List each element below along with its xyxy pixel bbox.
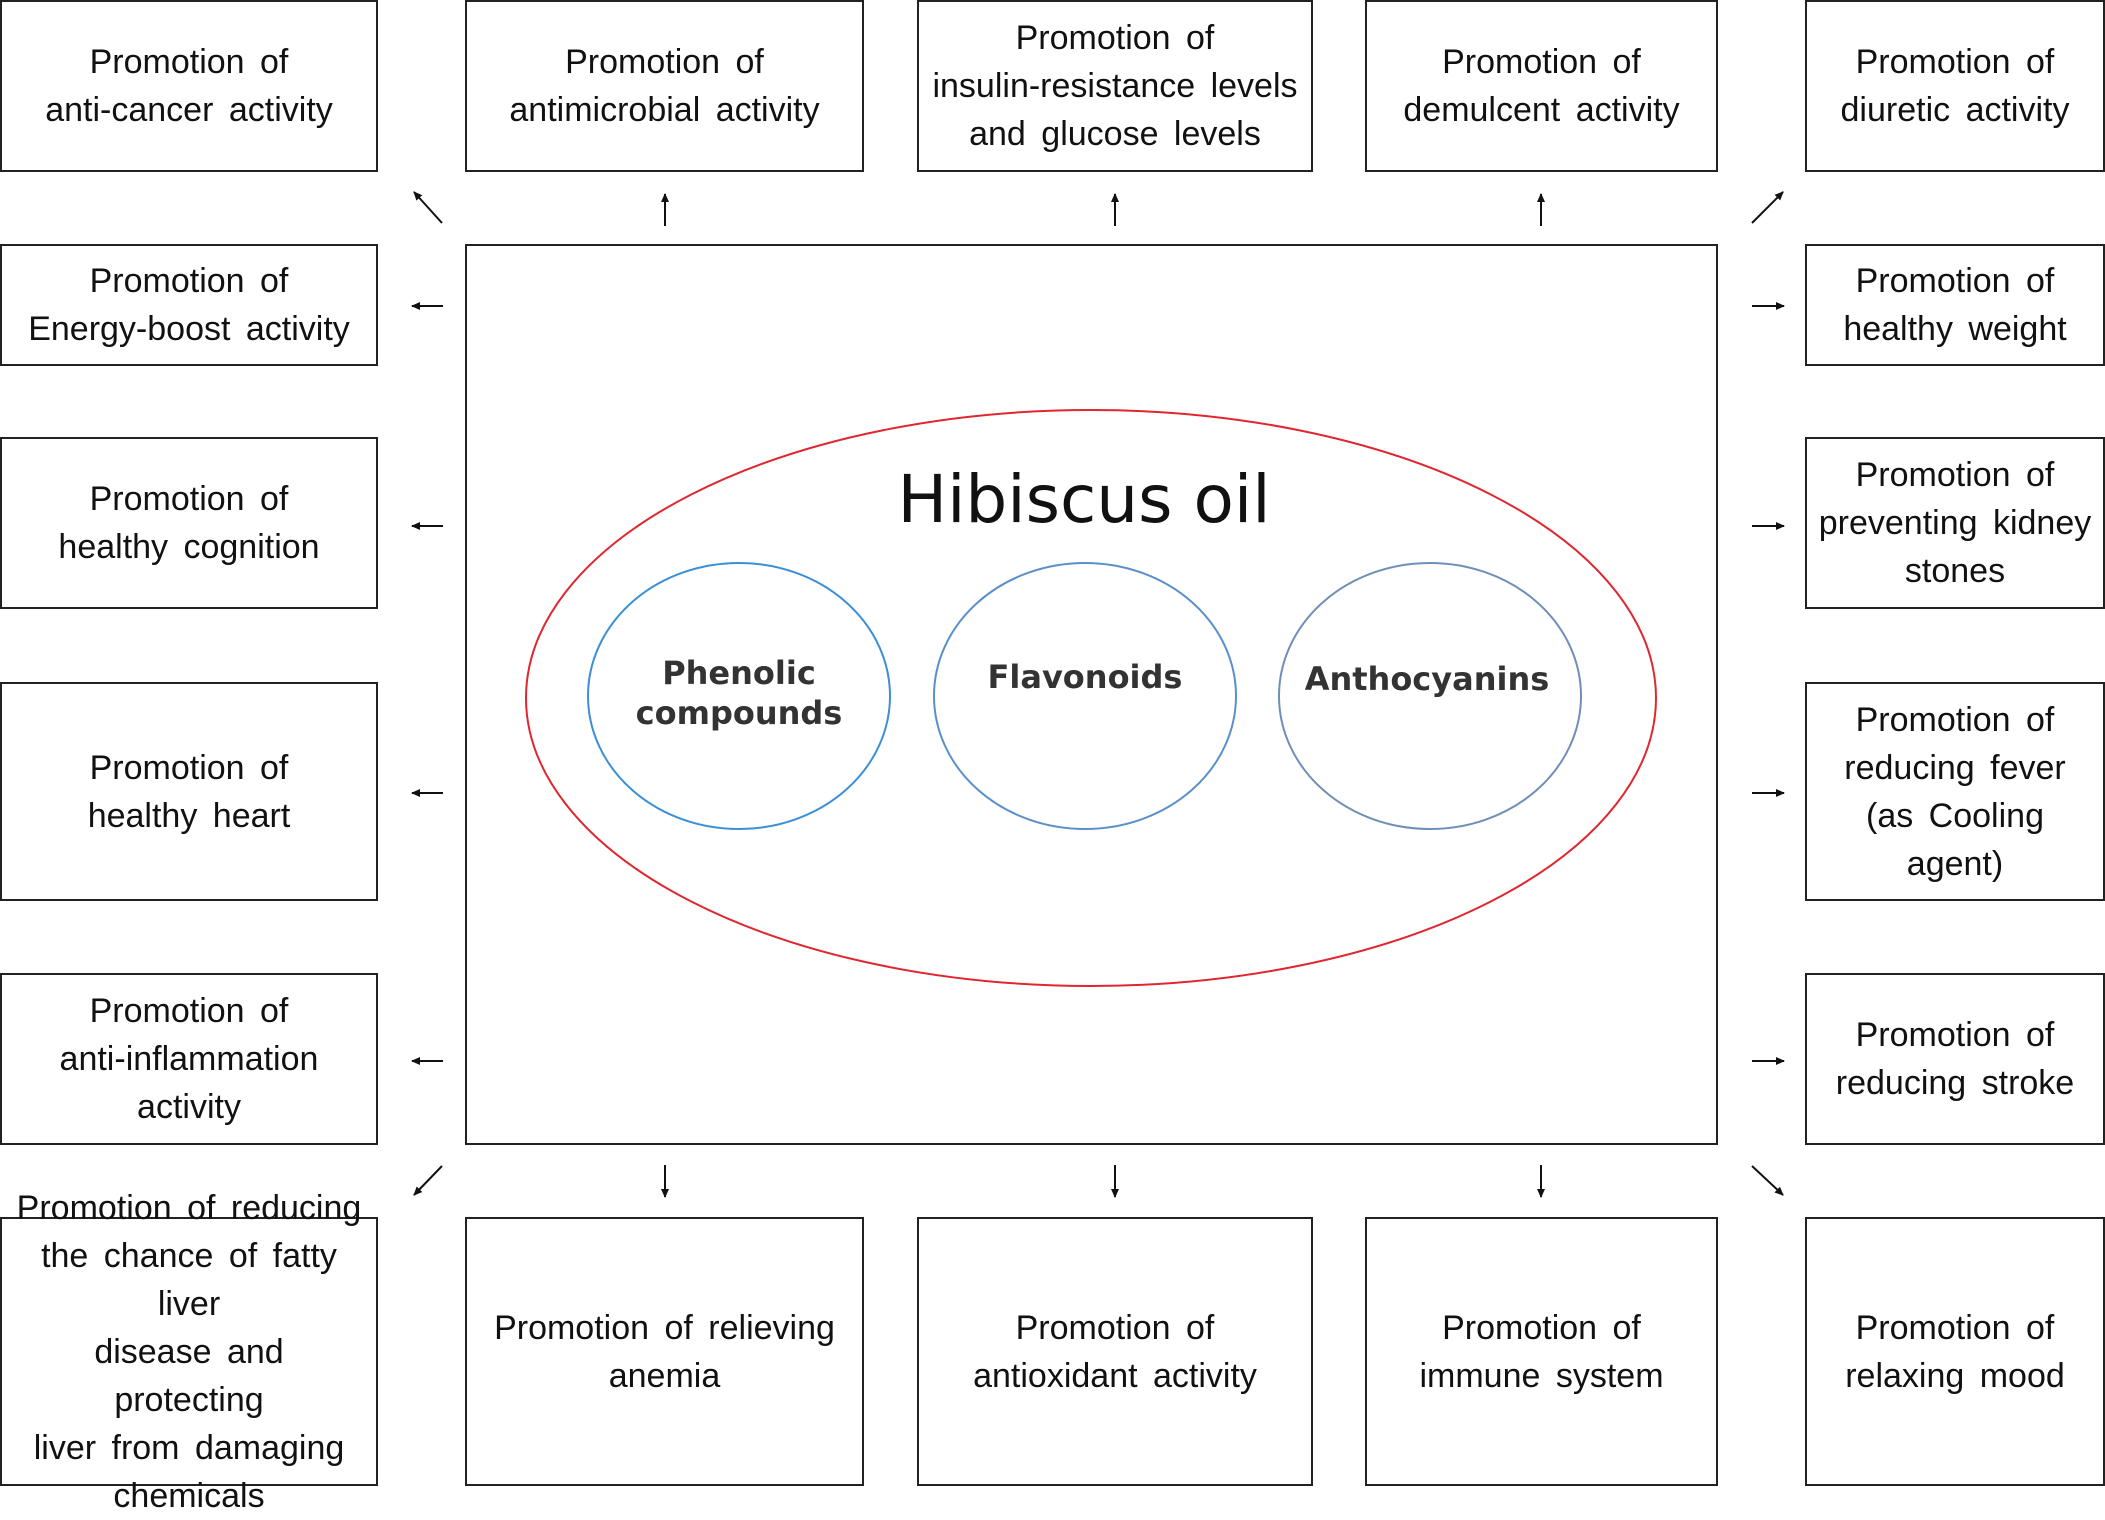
- central-panel: [465, 244, 1718, 1145]
- effect-label: Promotion of immune system: [1419, 1308, 1664, 1395]
- effect-box-anti-inflammation: Promotion of anti-inflammation activity: [0, 973, 378, 1145]
- arrow-down-left: [413, 1165, 443, 1196]
- compound-circle-phenolic: [587, 562, 891, 830]
- effect-label: Promotion of insulin-resistance levels a…: [932, 19, 1298, 153]
- hibiscus-oil-ellipse: [525, 409, 1657, 987]
- effect-box-immune-system: Promotion of immune system: [1365, 1217, 1718, 1486]
- effect-box-energy-boost: Promotion of Energy-boost activity: [0, 244, 378, 366]
- effect-label: Promotion of diuretic activity: [1840, 43, 2070, 129]
- effect-box-relaxing-mood: Promotion of relaxing mood: [1805, 1217, 2105, 1486]
- effect-label: Promotion of anti-inflammation activity: [59, 992, 319, 1126]
- effect-label: Promotion of antioxidant activity: [973, 1308, 1257, 1395]
- effect-box-anti-cancer: Promotion of anti-cancer activity: [0, 0, 378, 172]
- effect-label: Promotion of reducing stroke: [1835, 1016, 2075, 1102]
- effect-box-kidney-stones: Promotion of preventing kidney stones: [1805, 437, 2105, 609]
- effect-label: Promotion of healthy weight: [1843, 262, 2067, 348]
- diagram-title: Hibiscus oil: [897, 461, 1270, 538]
- effect-label: Promotion of relieving anemia: [494, 1308, 835, 1395]
- compound-label-flavonoids: Flavonoids: [988, 658, 1183, 696]
- effect-box-reducing-fever: Promotion of reducing fever (as Cooling …: [1805, 682, 2105, 901]
- effect-label: Promotion of preventing kidney stones: [1818, 456, 2092, 590]
- compound-circle-flavonoids: [933, 562, 1237, 830]
- arrow-down-right: [1751, 1165, 1784, 1196]
- effect-box-healthy-cognition: Promotion of healthy cognition: [0, 437, 378, 609]
- effect-label: Promotion of antimicrobial activity: [509, 43, 820, 129]
- effect-box-fatty-liver: Promotion of reducing the chance of fatt…: [0, 1189, 378, 1515]
- effect-box-insulin-glucose: Promotion of insulin-resistance levels a…: [917, 0, 1313, 172]
- effect-label: Promotion of anti-cancer activity: [45, 43, 333, 129]
- effect-label: Promotion of healthy cognition: [58, 480, 320, 566]
- effect-box-relieving-anemia: Promotion of relieving anemia: [465, 1217, 864, 1486]
- effect-box-reducing-stroke: Promotion of reducing stroke: [1805, 973, 2105, 1145]
- effect-box-antimicrobial: Promotion of antimicrobial activity: [465, 0, 864, 172]
- effect-label: Promotion of relaxing mood: [1845, 1308, 2065, 1395]
- effect-label: Promotion of demulcent activity: [1403, 43, 1680, 129]
- effect-label: Promotion of healthy heart: [87, 748, 291, 835]
- arrow-up-left: [413, 191, 443, 224]
- compound-label-anthocyanins: Anthocyanins: [1305, 660, 1550, 698]
- effect-box-antioxidant: Promotion of antioxidant activity: [917, 1217, 1313, 1486]
- effect-box-diuretic: Promotion of diuretic activity: [1805, 0, 2105, 172]
- effect-box-demulcent: Promotion of demulcent activity: [1365, 0, 1718, 172]
- arrow-up-right: [1751, 191, 1784, 224]
- effect-box-healthy-heart: Promotion of healthy heart: [0, 682, 378, 901]
- compound-circle-anthocyanins: [1278, 562, 1582, 830]
- effect-label: Promotion of Energy-boost activity: [28, 262, 350, 348]
- effect-label: Promotion of reducing the chance of fatt…: [16, 1188, 362, 1515]
- effect-label: Promotion of reducing fever (as Cooling …: [1844, 700, 2066, 883]
- effect-box-healthy-weight: Promotion of healthy weight: [1805, 244, 2105, 366]
